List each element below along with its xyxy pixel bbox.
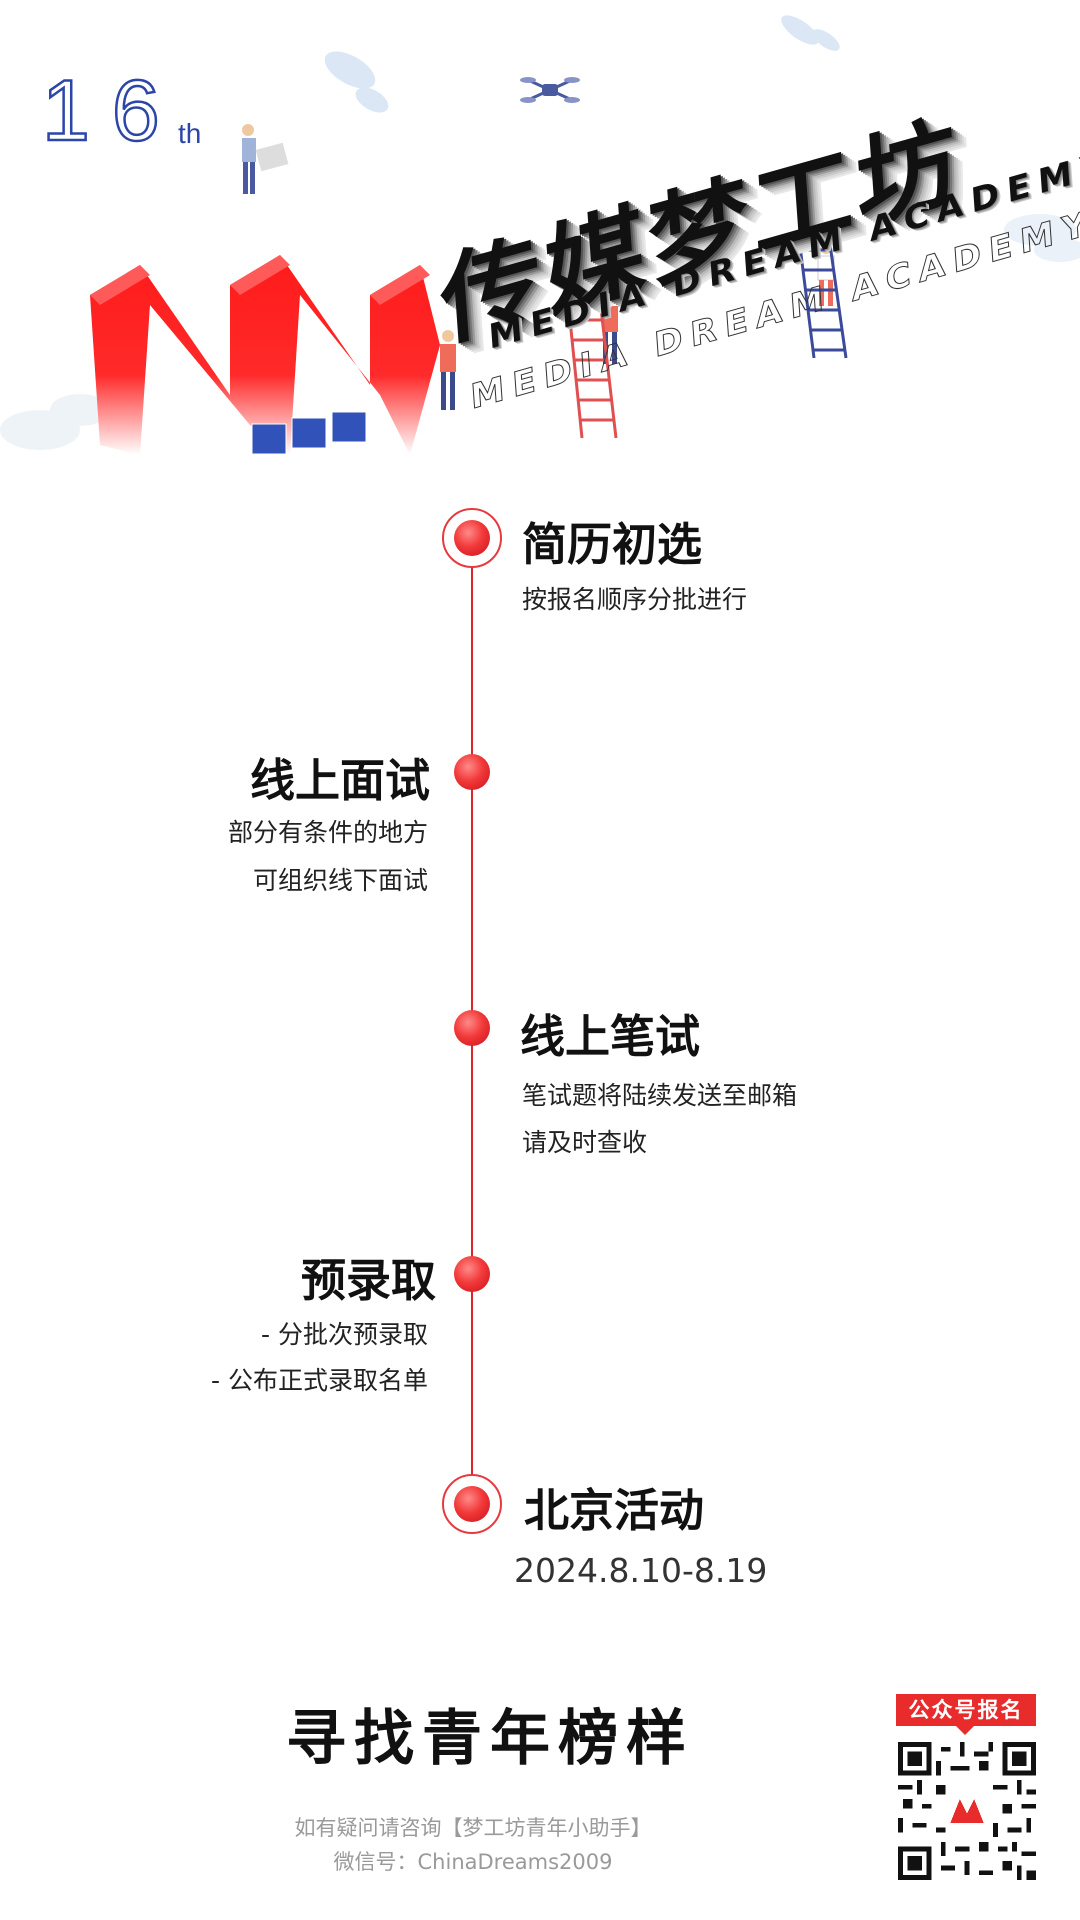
step-description: 部分有条件的地方: [227, 818, 428, 847]
step-description: 按报名顺序分批进行: [522, 585, 748, 614]
timeline-dot: [454, 1256, 490, 1292]
step-title: 预录取: [300, 1254, 436, 1307]
contact-line: 如有疑问请咨询【梦工坊青年小助手】: [294, 1816, 652, 1840]
drone-icon: [520, 77, 580, 103]
person-icon: [440, 330, 456, 410]
timeline-dot: [454, 1010, 490, 1046]
step-description: - 公布正式录取名单: [211, 1366, 428, 1395]
step-title: 北京活动: [524, 1484, 705, 1537]
ladder-icon: [566, 300, 618, 439]
qr-label-pointer: [956, 1726, 974, 1735]
step-title: 简历初选: [522, 518, 703, 571]
edition-suffix: th: [178, 118, 202, 149]
ladder-icon: [796, 230, 848, 359]
timeline-dot: [454, 754, 490, 790]
header-banner: 16 th: [0, 0, 1080, 480]
ma-logo: [90, 255, 440, 455]
step-title: 线上面试: [249, 754, 430, 807]
step-title: 线上笔试: [520, 1010, 701, 1063]
step-date: 2024.8.10-8.19: [514, 1551, 768, 1590]
timeline-node-ring: [442, 1474, 502, 1534]
edition-number: 16: [41, 62, 182, 161]
wechat-id-line: 微信号：ChinaDreams2009: [333, 1850, 613, 1874]
step-description: - 分批次预录取: [261, 1320, 428, 1349]
timeline-dot: [454, 1486, 490, 1522]
person-icon: [242, 124, 289, 194]
cloud-decoration: [0, 15, 1080, 450]
timeline-node-ring: [442, 508, 502, 568]
step-description: 可组织线下面试: [252, 866, 428, 895]
timeline-dot: [454, 520, 490, 556]
qr-label: 公众号报名: [896, 1694, 1036, 1726]
solar-panel-icon: [251, 411, 367, 455]
qr-code[interactable]: [898, 1742, 1036, 1880]
step-description: 笔试题将陆续发送至邮箱: [522, 1081, 798, 1110]
step-description: 请及时查收: [522, 1128, 648, 1157]
slogan: 寻找青年榜样: [286, 1704, 694, 1774]
